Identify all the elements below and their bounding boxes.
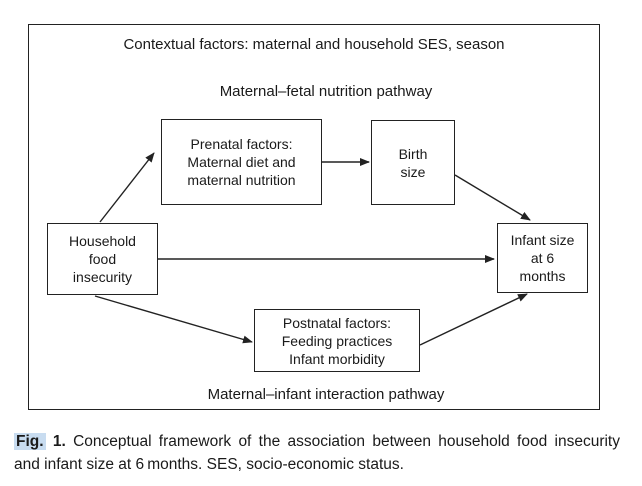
figure-caption: Fig. 1. Conceptual framework of the asso…: [14, 430, 620, 476]
infant-line-3: months: [519, 268, 566, 284]
lower-pathway-label: Maternal–infant interaction pathway: [207, 386, 445, 403]
upper-pathway-label: Maternal–fetal nutrition pathway: [219, 83, 433, 100]
household-food-insecurity-box: Household food insecurity: [47, 223, 158, 295]
prenatal-factors-box: Prenatal factors: Maternal diet and mate…: [161, 119, 322, 205]
postnatal-line-3: Infant morbidity: [289, 350, 385, 367]
prenatal-line-3: maternal nutrition: [187, 172, 296, 188]
postnatal-line-2: Feeding practices: [281, 332, 393, 349]
prenatal-line-2: Maternal diet and: [187, 154, 296, 170]
infant-line-1: Infant size: [510, 232, 575, 248]
birth-line-1: Birth: [398, 145, 428, 162]
diagram-frame: [28, 24, 600, 410]
caption-fig-word: Fig.: [14, 433, 46, 450]
birth-line-2: size: [400, 163, 426, 180]
postnatal-line-1: Postnatal factors:: [282, 314, 392, 331]
household-line-1: Household: [69, 233, 136, 249]
household-line-2: food: [88, 251, 117, 267]
caption-fig-number: 1.: [52, 433, 66, 450]
contextual-factors-label: Contextual factors: maternal and househo…: [123, 36, 505, 53]
household-line-3: insecurity: [72, 269, 133, 285]
caption-text: Conceptual framework of the association …: [14, 433, 620, 473]
birth-size-box: Birth size: [371, 120, 455, 205]
postnatal-factors-box: Postnatal factors: Feeding practices Inf…: [254, 309, 420, 372]
infant-line-2: at 6: [530, 250, 555, 266]
prenatal-line-1: Prenatal factors:: [190, 136, 293, 152]
infant-size-box: Infant size at 6 months: [497, 223, 588, 293]
